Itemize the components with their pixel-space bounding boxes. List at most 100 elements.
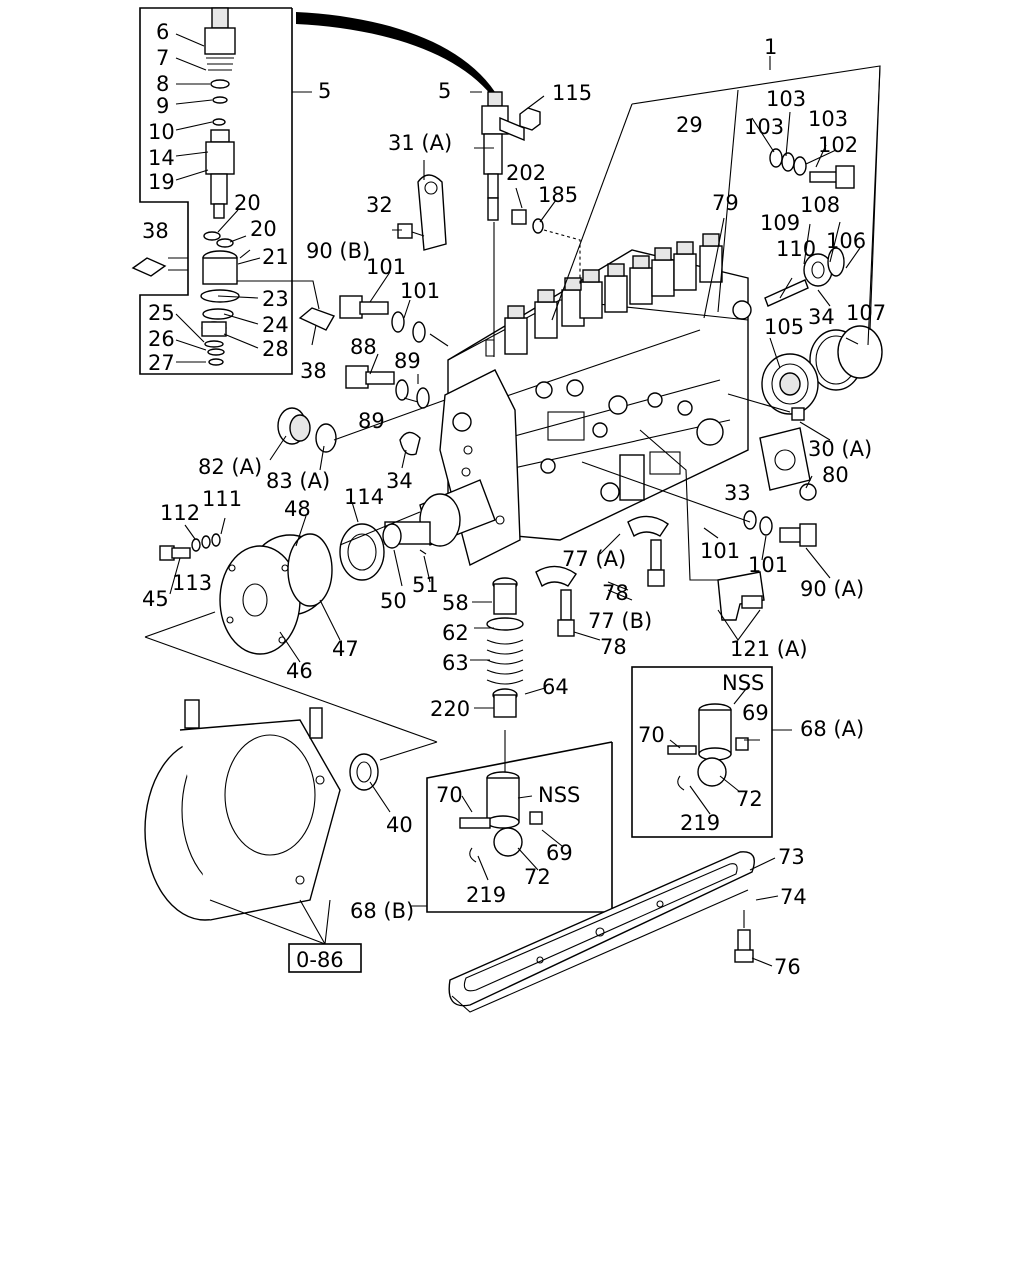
- callout-7: 7: [156, 46, 169, 70]
- callout-nss-a: NSS: [722, 671, 764, 695]
- callout-31a: 31 (A): [388, 131, 452, 155]
- callout-114: 114: [344, 485, 384, 509]
- callout-34-a: 34: [808, 305, 835, 329]
- callout-32: 32: [366, 193, 393, 217]
- callout-77b: 77 (B): [588, 609, 652, 633]
- callout-103-c: 103: [808, 107, 848, 131]
- spring-stack: [486, 577, 524, 775]
- callout-88: 88: [350, 335, 377, 359]
- callout-108: 108: [800, 193, 840, 217]
- callout-220: 220: [430, 697, 470, 721]
- callout-113: 113: [172, 571, 212, 595]
- callout-5-a: 5: [318, 79, 331, 103]
- callout-19: 19: [148, 170, 175, 194]
- roller-tappet-68a-box: [631, 666, 792, 838]
- pump-housing: [439, 233, 817, 567]
- left-side-parts: [277, 295, 449, 456]
- callout-110: 110: [776, 237, 816, 261]
- callout-219-a: 219: [680, 811, 720, 835]
- callout-68a: 68 (A): [800, 717, 864, 741]
- callout-5-b: 5: [438, 79, 451, 103]
- callout-185: 185: [538, 183, 578, 207]
- callout-90a: 90 (A): [800, 577, 864, 601]
- callout-51: 51: [412, 573, 439, 597]
- callout-72-a: 72: [736, 787, 763, 811]
- callout-77a: 77 (A): [562, 547, 626, 571]
- callout-202: 202: [506, 161, 546, 185]
- callout-nss-b: NSS: [538, 783, 580, 807]
- callout-80: 80: [822, 463, 849, 487]
- callout-14: 14: [148, 146, 175, 170]
- callout-46: 46: [286, 659, 313, 683]
- callout-27: 27: [148, 351, 175, 375]
- lower-right-parts: [581, 461, 817, 641]
- callout-105: 105: [764, 315, 804, 339]
- callout-111: 111: [202, 487, 242, 511]
- callout-25: 25: [148, 301, 175, 325]
- callout-38-b: 38: [300, 359, 327, 383]
- delivery-valve-holders: [504, 233, 723, 355]
- callout-89-a: 89: [394, 349, 421, 373]
- callout-72-b: 72: [524, 865, 551, 889]
- callout-103-b: 103: [744, 115, 784, 139]
- callout-82a: 82 (A): [198, 455, 262, 479]
- right-side-parts: [727, 148, 883, 421]
- callout-29: 29: [676, 113, 703, 137]
- callout-21: 21: [262, 245, 289, 269]
- callout-48: 48: [284, 497, 311, 521]
- callout-34-b: 34: [386, 469, 413, 493]
- callout-76: 76: [774, 955, 801, 979]
- callout-79: 79: [712, 191, 739, 215]
- callout-20-b: 20: [250, 217, 277, 241]
- callout-121a: 121 (A): [730, 637, 808, 661]
- callout-78-a: 78: [602, 581, 629, 605]
- bottom-cover-plate: [448, 851, 779, 1013]
- callout-83a: 83 (A): [266, 469, 330, 493]
- callout-20-a: 20: [234, 191, 261, 215]
- callout-101-b: 101: [400, 279, 440, 303]
- callout-26: 26: [148, 327, 175, 351]
- roller-tappet-68b-box: [426, 741, 613, 913]
- top-parts: [397, 91, 581, 357]
- label-leaders: [169, 91, 861, 907]
- drive-coupling-parts: [144, 479, 496, 743]
- callout-63: 63: [442, 651, 469, 675]
- callout-90b: 90 (B): [306, 239, 370, 263]
- callout-70-b: 70: [436, 783, 463, 807]
- callout-69-b: 69: [546, 841, 573, 865]
- delivery-valve-inset: [131, 7, 336, 375]
- callout-0-86: 0-86: [296, 948, 344, 972]
- callout-40: 40: [386, 813, 413, 837]
- callout-24: 24: [262, 313, 289, 337]
- callout-74: 74: [780, 885, 807, 909]
- callout-64: 64: [542, 675, 569, 699]
- tappet-parts: [535, 429, 730, 637]
- callout-38-a: 38: [142, 219, 169, 243]
- callout-69-a: 69: [742, 701, 769, 725]
- callout-50: 50: [380, 589, 407, 613]
- callout-109: 109: [760, 211, 800, 235]
- callout-70-a: 70: [638, 723, 665, 747]
- callout-101-c: 101: [700, 539, 740, 563]
- callout-78-b: 78: [600, 635, 627, 659]
- callout-10: 10: [148, 120, 175, 144]
- callout-labels: 6 7 8 9 10 14 19 20 20 21 23 24 28 25 26…: [142, 20, 886, 979]
- callout-45: 45: [142, 587, 169, 611]
- callout-106: 106: [826, 229, 866, 253]
- callout-8: 8: [156, 72, 169, 96]
- callout-68b: 68 (B): [350, 899, 414, 923]
- callout-58: 58: [442, 591, 469, 615]
- callout-219-b: 219: [466, 883, 506, 907]
- callout-89-b: 89: [358, 409, 385, 433]
- callout-103-a: 103: [766, 87, 806, 111]
- callout-33: 33: [724, 481, 751, 505]
- callout-23: 23: [262, 287, 289, 311]
- callout-62: 62: [442, 621, 469, 645]
- callout-47: 47: [332, 637, 359, 661]
- callout-9: 9: [156, 94, 169, 118]
- gear-housing-0-86: [144, 699, 438, 973]
- callout-102: 102: [818, 133, 858, 157]
- callout-115: 115: [552, 81, 592, 105]
- callout-1: 1: [764, 35, 777, 59]
